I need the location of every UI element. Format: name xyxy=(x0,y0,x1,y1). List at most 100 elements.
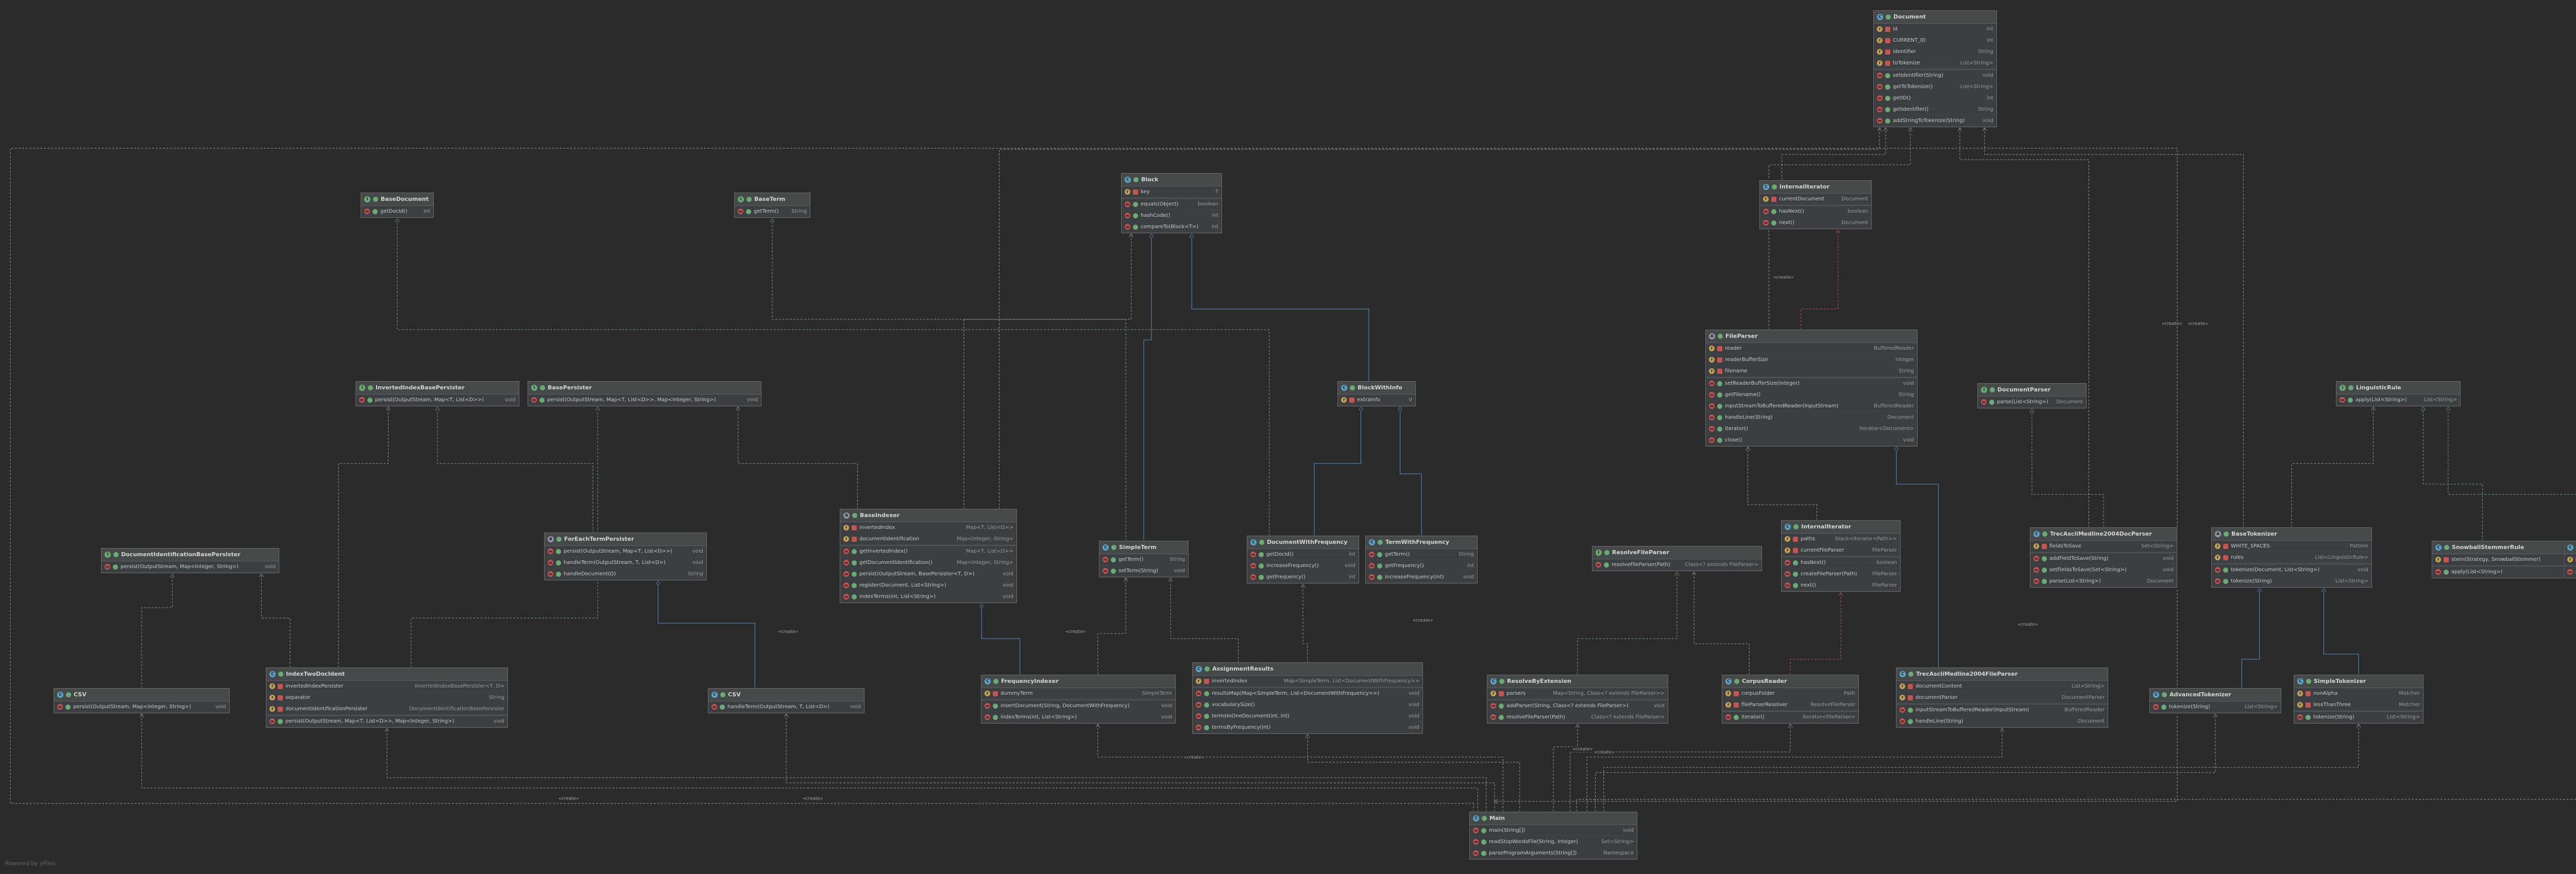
class-header[interactable]: CStopWordsRule xyxy=(2564,541,2576,554)
class-node-stopwordsrule[interactable]: CStopWordsRulefstopWordsSet<String>mappl… xyxy=(2564,541,2576,578)
